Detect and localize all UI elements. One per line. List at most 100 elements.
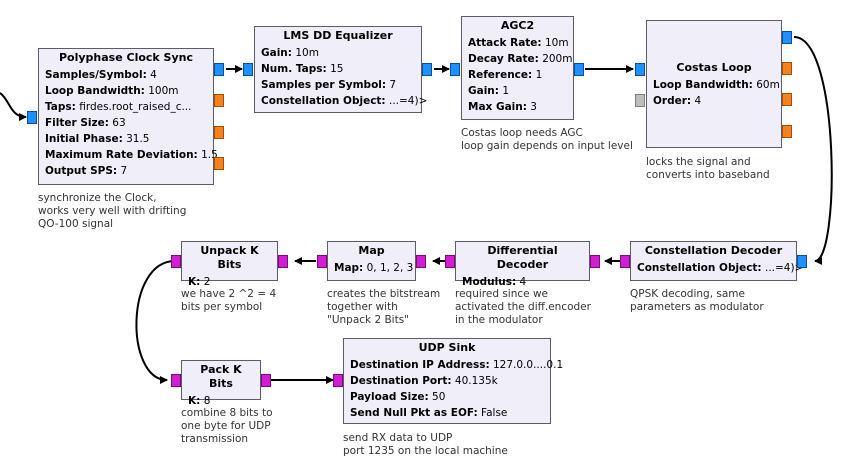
map-input-port[interactable]	[416, 255, 426, 268]
param-name: Gain:	[261, 47, 292, 59]
block-param: Loop Bandwidth: 60m	[653, 77, 780, 93]
param-value: 63	[112, 117, 126, 129]
param-name: Reference:	[468, 69, 533, 81]
param-value: 50	[432, 391, 446, 403]
param-value: 7	[120, 165, 128, 177]
comment-unpack: we have 2 ^2 = 4 bits per symbol	[181, 288, 277, 313]
block-param: Taps: firdes.root_raised_c...	[45, 99, 207, 115]
param-value: 1.5	[201, 149, 218, 161]
param-name: Attack Rate:	[468, 37, 542, 49]
costas-output-port-2[interactable]	[782, 93, 792, 106]
pack-input-port[interactable]	[171, 374, 181, 387]
block-param: Constellation Object: ...=4)>	[261, 93, 427, 109]
param-name: Payload Size:	[350, 391, 429, 403]
param-value: 40.135k	[454, 375, 498, 387]
constdec-input-port[interactable]	[797, 255, 807, 268]
param-name: Output SPS:	[45, 165, 118, 177]
param-value: 60m	[756, 79, 780, 91]
param-value: 200m	[542, 53, 573, 65]
block-param: Destination IP Address: 127.0.0....0.1	[350, 357, 563, 373]
agc2-input-port[interactable]	[450, 63, 460, 76]
costas-input-port[interactable]	[635, 63, 645, 76]
block-param: Modulus: 4	[462, 274, 583, 290]
diffdec-input-port[interactable]	[590, 255, 600, 268]
param-name: Send Null Pkt as EOF:	[350, 407, 478, 419]
param-value: False	[481, 407, 508, 419]
polyphase-output-port-1[interactable]	[214, 94, 224, 107]
param-name: K:	[188, 276, 201, 288]
param-name: Destination Port:	[350, 375, 452, 387]
wire-unpack-to-pack	[135, 260, 176, 384]
unpack-output-port[interactable]	[171, 255, 181, 268]
block-param: Send Null Pkt as EOF: False	[350, 405, 544, 421]
costas-output-port-0[interactable]	[782, 31, 792, 44]
costas-output-port-1[interactable]	[782, 62, 792, 75]
param-name: Num. Taps:	[261, 63, 327, 75]
block-param: Decay Rate: 200m	[468, 51, 572, 67]
param-name: Loop Bandwidth:	[653, 79, 753, 91]
param-name: Samples per Symbol:	[261, 79, 387, 91]
param-name: Taps:	[45, 101, 76, 113]
param-value: 1	[535, 69, 543, 81]
block-title: LMS DD Equalizer	[283, 29, 393, 42]
diffdec-output-port[interactable]	[445, 255, 455, 268]
unpack-input-port[interactable]	[278, 255, 288, 268]
block-param: Order: 4	[653, 93, 775, 109]
polyphase-output-port-3[interactable]	[214, 157, 224, 170]
block-param: Max Gain: 3	[468, 99, 567, 115]
comment-clock-sync: synchronize the Clock, works very well w…	[38, 192, 187, 230]
pack-output-port[interactable]	[261, 374, 271, 387]
block-title: Differential Decoder	[487, 244, 558, 271]
block-param: Payload Size: 50	[350, 389, 544, 405]
param-value: 8	[203, 395, 211, 407]
block-title: Costas Loop	[676, 61, 752, 74]
block-title: UDP Sink	[418, 341, 476, 354]
map-output-port[interactable]	[317, 255, 327, 268]
param-value: 4	[694, 95, 702, 107]
param-name: Gain:	[468, 85, 499, 97]
costas-output-port-3[interactable]	[782, 125, 792, 138]
udp-input-port[interactable]	[333, 374, 343, 387]
polyphase-output-port-0[interactable]	[214, 63, 224, 76]
param-value: 10m	[544, 37, 569, 49]
param-name: K:	[188, 395, 201, 407]
wire-costas-to-constdec	[793, 36, 833, 265]
block-title: AGC2	[500, 19, 535, 32]
comment-udp-sink: send RX data to UDP port 1235 on the loc…	[343, 432, 508, 457]
lms-input-port[interactable]	[243, 63, 253, 76]
block-param: Constellation Object: ...=4)>	[637, 260, 803, 276]
constdec-output-port[interactable]	[620, 255, 630, 268]
block-title: Map	[358, 244, 385, 257]
param-value: 15	[330, 63, 344, 75]
block-param: Samples/Symbol: 4	[45, 67, 207, 83]
param-name: Map:	[334, 262, 364, 274]
agc2-output-port[interactable]	[574, 63, 584, 76]
comment-differential-decoder: required since we activated the diff.enc…	[455, 288, 591, 326]
polyphase-input-port[interactable]	[27, 111, 37, 124]
lms-output-port[interactable]	[422, 63, 432, 76]
block-param: Filter Size: 63	[45, 115, 207, 131]
block-param: Attack Rate: 10m	[468, 35, 569, 51]
param-value: 31.5	[126, 133, 150, 145]
costas-disabled-input-port[interactable]	[635, 94, 645, 107]
comment-pack: combine 8 bits to one byte for UDP trans…	[181, 407, 273, 445]
param-value: 7	[389, 79, 397, 91]
param-name: Destination IP Address:	[350, 359, 490, 371]
block-param: K: 2	[188, 274, 271, 290]
polyphase-output-port-2[interactable]	[214, 126, 224, 139]
param-name: Constellation Object:	[637, 262, 762, 274]
param-value: 2	[203, 276, 211, 288]
block-title: Constellation Decoder	[644, 244, 783, 257]
param-name: Filter Size:	[45, 117, 109, 129]
